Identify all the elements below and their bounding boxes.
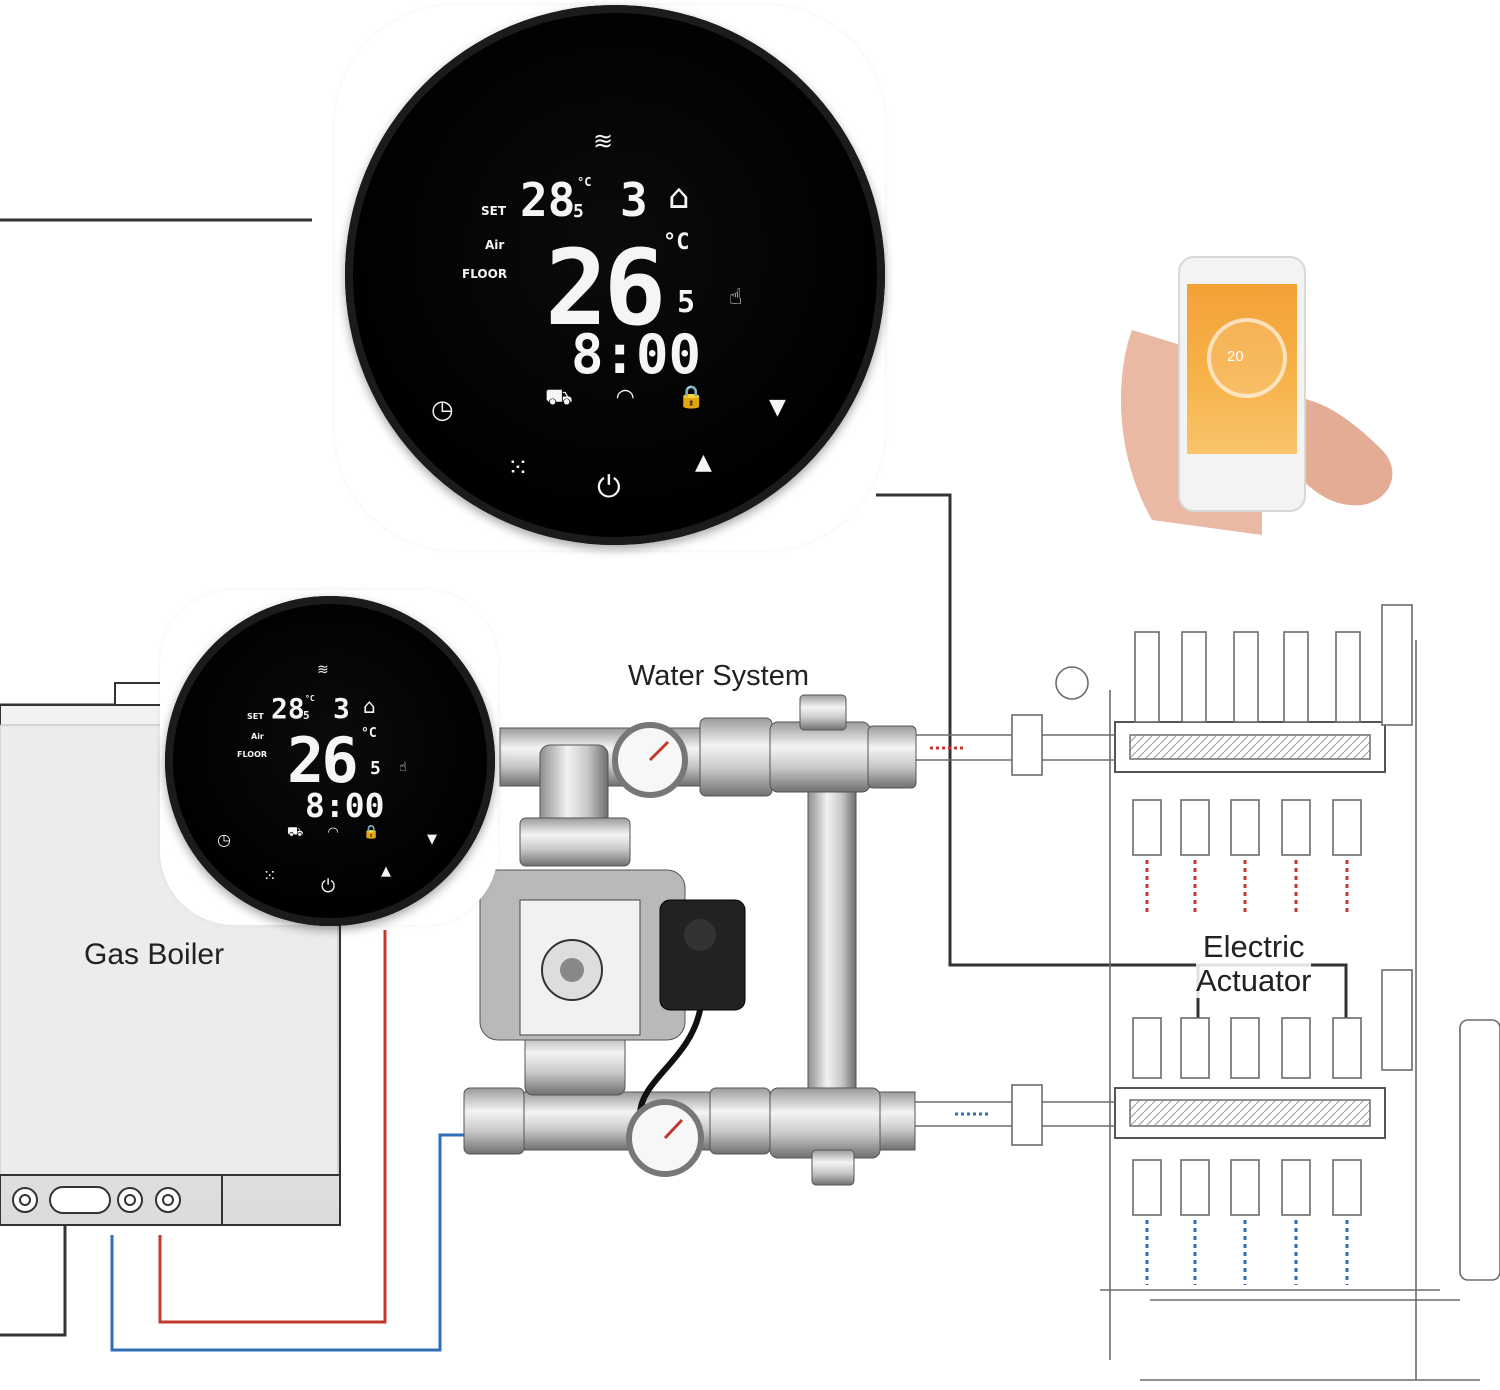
electric-actuator-label: Electric Actuator [1196, 929, 1312, 998]
clock-time: 8:00 [571, 323, 702, 386]
heating-icon: ≋ [317, 662, 329, 678]
down-button-icon[interactable]: ▼ [427, 832, 437, 847]
gas-boiler-label: Gas Boiler [84, 938, 225, 971]
set-temperature: 28 [271, 692, 305, 725]
thermostat-small: ≋ SET Air FLOOR 28 °C 5 3 ⌂ 26 °C 5 ☝ 8:… [165, 596, 495, 926]
thermostat-large: ≋ SET Air FLOOR 28 °C 5 3 ⌂ 26 °C 5 ☝ 8:… [345, 5, 885, 545]
actuator-label-line1: Electric [1202, 929, 1305, 964]
clock-button-icon[interactable]: ◷ [217, 830, 231, 849]
room-temperature-unit: °C [361, 726, 377, 741]
set-temperature-unit: °C [577, 175, 592, 189]
set-label: SET [247, 712, 264, 721]
room-temperature-decimal: 5 [370, 758, 381, 779]
status-icons: ⛟ ◠ 🔒 [545, 385, 724, 410]
boiler-control-knobs [12, 1186, 181, 1214]
boiler-pipes [0, 930, 470, 1352]
manual-mode-icon: ☝ [729, 285, 743, 310]
floor-label: FLOOR [237, 750, 268, 759]
room-temperature-unit: °C [663, 230, 690, 255]
gauge-bottom [626, 1099, 704, 1177]
set-temperature-decimal: 5 [303, 709, 310, 722]
set-label: SET [481, 204, 507, 218]
room-temperature: 26 [287, 724, 359, 797]
app-temperature-value: 20 [1227, 348, 1244, 365]
app-temperature-dial [1207, 318, 1287, 398]
set-temperature-decimal: 5 [573, 201, 584, 222]
house-mode-icon: ⌂ [363, 694, 376, 718]
pump-group [463, 694, 917, 1186]
menu-button-icon[interactable]: ⁙ [507, 453, 529, 483]
thermostat-app-screen: 20 [1187, 284, 1297, 454]
power-button-icon[interactable]: ⏻ [321, 876, 336, 897]
air-label: Air [485, 238, 505, 252]
clock-time: 8:00 [305, 786, 385, 825]
smartphone: 20 [1178, 256, 1306, 512]
status-icons: ⛟ ◠ 🔒 [287, 825, 390, 840]
power-button-icon[interactable]: ⏻ [597, 470, 621, 505]
house-mode-icon: ⌂ [668, 177, 690, 217]
set-temperature: 28 [520, 173, 576, 227]
floor-label: FLOOR [462, 267, 508, 281]
down-button-icon[interactable]: ▼ [769, 395, 786, 420]
actuator-label-line2: Actuator [1196, 963, 1312, 998]
program-number: 3 [333, 692, 350, 725]
manifold-schematic [915, 604, 1500, 1381]
program-number: 3 [620, 173, 648, 227]
menu-button-icon[interactable]: ⁙ [263, 866, 277, 885]
up-button-icon[interactable]: ▲ [381, 864, 391, 879]
set-temperature-unit: °C [305, 694, 315, 703]
clock-button-icon[interactable]: ◷ [431, 395, 454, 425]
water-system-label: Water System [628, 660, 810, 692]
room-temperature-decimal: 5 [677, 285, 696, 320]
room-temperature: 26 [545, 227, 666, 349]
up-button-icon[interactable]: ▲ [695, 450, 712, 475]
manual-mode-icon: ☝ [399, 760, 407, 775]
air-label: Air [251, 732, 264, 741]
heating-icon: ≋ [593, 127, 613, 155]
gauge-top [612, 722, 688, 798]
